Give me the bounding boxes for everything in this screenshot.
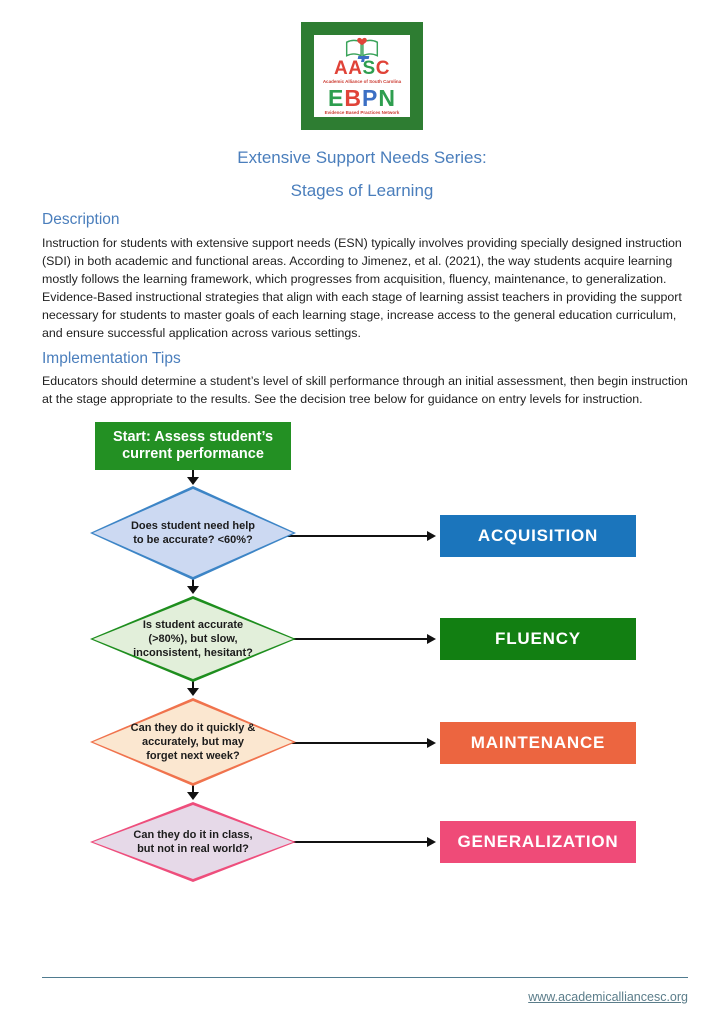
logo-letter: N	[378, 85, 396, 112]
stage-label: FLUENCY	[495, 629, 581, 648]
logo-letter: P	[362, 85, 379, 112]
decision-diamond-generalization: Can they do it in class, but not in real…	[90, 802, 296, 882]
stage-box-fluency: FLUENCY	[440, 618, 636, 660]
stage-box-generalization: GENERALIZATION	[440, 821, 636, 863]
logo-subtext-bottom: Evidence Based Practices Network	[324, 110, 400, 116]
stage-label: MAINTENANCE	[470, 733, 606, 752]
description-heading: Description	[42, 211, 120, 228]
decision-diamond-acquisition: Does student need help to be accurate? <…	[90, 486, 296, 580]
stage-box-acquisition: ACQUISITION	[440, 515, 636, 557]
logo-letter: B	[344, 85, 362, 112]
logo-letter: E	[328, 85, 345, 112]
stage-box-maintenance: MAINTENANCE	[440, 722, 636, 764]
org-logo-inner: AASC Academic Alliance of South Carolina…	[314, 35, 410, 117]
logo-letter: C	[375, 58, 390, 80]
implementation-tips-paragraph: Educators should determine a student’s l…	[42, 374, 688, 407]
logo-acronym-ebpn: EBPN	[328, 86, 396, 110]
footer-divider	[42, 977, 688, 978]
decision-diamond-fluency: Is student accurate (>80%), but slow, in…	[90, 596, 296, 682]
page-title-line1: Extensive Support Needs Series:	[237, 148, 487, 167]
logo-letter: A	[334, 58, 349, 80]
graduation-cap-icon	[357, 56, 370, 60]
decision-diamond-maintenance: Can they do it quickly & accurately, but…	[90, 698, 296, 786]
logo-letter: S	[362, 58, 376, 80]
org-logo: AASC Academic Alliance of South Carolina…	[301, 22, 423, 130]
decision-question: Can they do it in class, but not in real…	[133, 828, 253, 855]
stage-label: GENERALIZATION	[457, 832, 619, 851]
decision-question: Can they do it quickly & accurately, but…	[130, 721, 256, 763]
logo-subtext-top: Academic Alliance of South Carolina	[322, 79, 402, 85]
description-paragraph: Instruction for students with extensive …	[42, 235, 682, 340]
footer-website-link[interactable]: www.academicalliancesc.org	[528, 990, 688, 1004]
flowchart-start-node: Start: Assess student’s current performa…	[95, 422, 291, 470]
content-area: Description Instruction for students wit…	[42, 211, 690, 416]
implementation-tips-heading: Implementation Tips	[42, 349, 181, 367]
decision-tree-flowchart: Start: Assess student’s current performa…	[0, 420, 724, 900]
logo-letter: A	[348, 58, 363, 80]
stage-label: ACQUISITION	[477, 526, 599, 545]
open-book-heart-icon	[345, 37, 379, 57]
flowchart-start-label: Start: Assess student’s current performa…	[112, 428, 274, 462]
decision-question: Does student need help to be accurate? <…	[130, 519, 256, 546]
logo-acronym-aasc: AASC	[334, 56, 390, 80]
page-title-line2: Stages of Learning	[290, 181, 434, 200]
decision-question: Is student accurate (>80%), but slow, in…	[133, 618, 253, 660]
